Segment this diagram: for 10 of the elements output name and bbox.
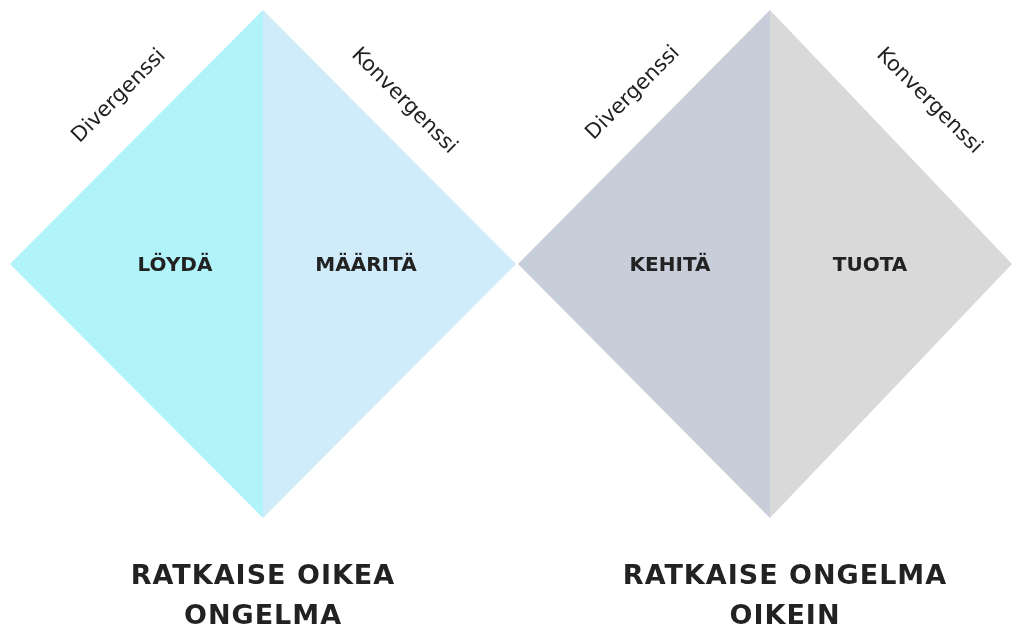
phase-label: MÄÄRITÄ [315,252,417,276]
diamond-half [263,10,516,518]
phase-label: KEHITÄ [629,252,711,276]
diamond-half [10,10,263,518]
diamond-half [518,10,770,518]
phase-label: LÖYDÄ [137,252,213,276]
stage-caption: RATKAISE ONGELMA OIKEIN [621,558,949,632]
diamond-half [770,10,1012,518]
phase-label: TUOTA [832,252,908,276]
stage-caption: RATKAISE OIKEA ONGELMA [129,558,397,632]
